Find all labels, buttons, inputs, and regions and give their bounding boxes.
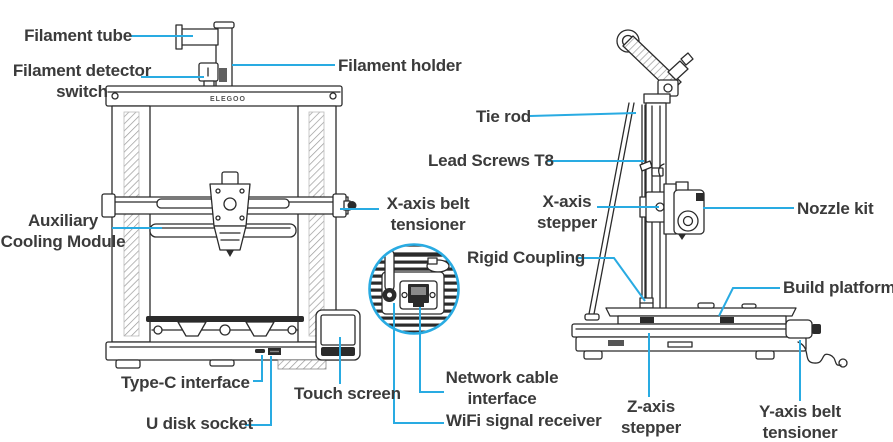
y-belt-tensioner-drawing bbox=[785, 319, 821, 339]
bed-drawing bbox=[146, 316, 304, 337]
front-logo: ELEGOO bbox=[210, 96, 246, 103]
label-nozzle-kit: Nozzle kit bbox=[797, 199, 874, 218]
leader-wifi-signal-receiver bbox=[393, 303, 444, 424]
label-u-disk-socket: U disk socket bbox=[146, 414, 254, 433]
label-x-axis-belt-tensioner: X-axis belt tensioner bbox=[386, 194, 470, 234]
build-platform-drawing bbox=[605, 302, 797, 325]
wifi-antenna-drawing bbox=[382, 249, 397, 302]
leader-rigid-coupling bbox=[577, 257, 646, 302]
label-auxiliary-cooling-module: Auxiliary Cooling Module bbox=[0, 211, 126, 251]
usb-port-drawing bbox=[268, 348, 281, 355]
label-z-axis-stepper: Z-axis stepper bbox=[620, 397, 681, 437]
label-touch-screen: Touch screen bbox=[294, 384, 401, 403]
label-filament-holder: Filament holder bbox=[338, 56, 462, 75]
front-view-drawing: ELEGOO bbox=[101, 21, 361, 370]
ethernet-port-drawing bbox=[399, 280, 438, 310]
label-filament-detector-switch: Filament detector switch bbox=[12, 61, 152, 101]
rigid-coupling-inset-part bbox=[426, 257, 450, 273]
magnifier-circle-icon bbox=[368, 243, 460, 335]
leader-build-platform bbox=[718, 287, 780, 317]
leader-u-disk-socket bbox=[245, 356, 272, 426]
label-wifi-signal-receiver: WiFi signal receiver bbox=[446, 411, 602, 430]
extruder-drawing bbox=[209, 171, 251, 257]
label-x-axis-stepper: X-axis stepper bbox=[536, 192, 597, 232]
side-view-drawing bbox=[571, 29, 848, 368]
label-rigid-coupling: Rigid Coupling bbox=[467, 248, 586, 267]
nozzle-kit-drawing bbox=[639, 160, 705, 240]
touch-screen-drawing bbox=[315, 309, 361, 361]
label-lead-screws-t8: Lead Screws T8 bbox=[428, 151, 554, 170]
tie-rod-drawing bbox=[584, 102, 635, 321]
type-c-port-drawing bbox=[255, 349, 265, 353]
label-network-cable-interface: Network cable interface bbox=[445, 368, 559, 408]
label-build-platform: Build platform bbox=[783, 278, 893, 297]
power-cable-drawing bbox=[797, 341, 848, 368]
label-tie-rod: Tie rod bbox=[476, 107, 531, 126]
label-y-axis-belt-tensioner: Y-axis belt tensioner bbox=[759, 402, 841, 442]
leader-network-cable-interface bbox=[419, 307, 444, 393]
leader-tie-rod bbox=[529, 112, 637, 117]
detail-inset bbox=[368, 243, 460, 335]
label-filament-tube: Filament tube bbox=[24, 26, 132, 45]
leader-type-c-interface bbox=[253, 355, 263, 382]
spool-arm-drawing bbox=[616, 29, 694, 97]
label-type-c-interface: Type-C interface bbox=[121, 373, 250, 392]
